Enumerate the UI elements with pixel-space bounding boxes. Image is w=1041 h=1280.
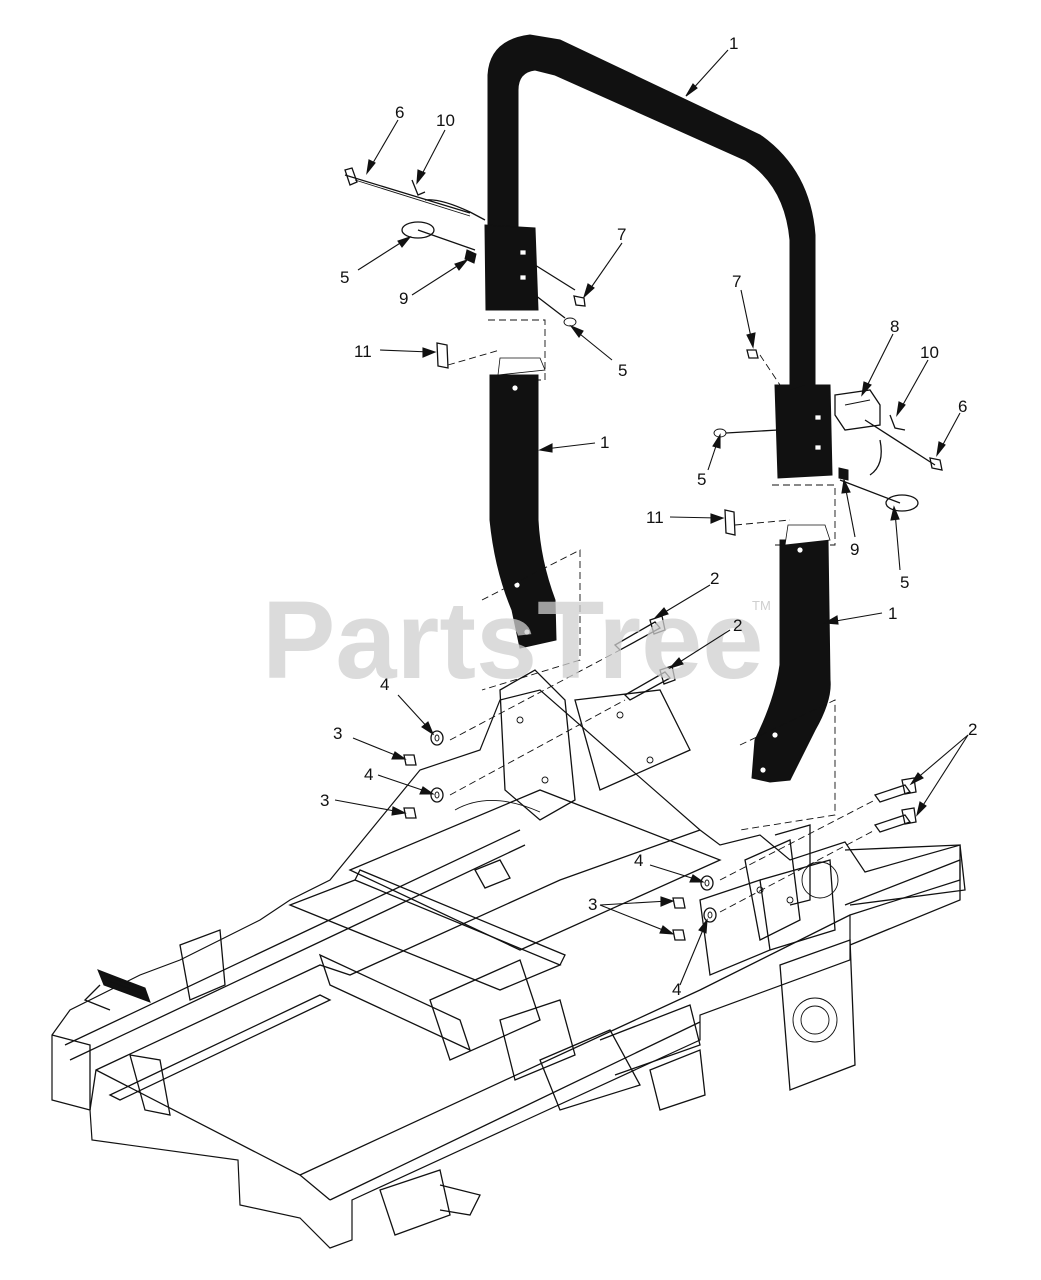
callout-labels: 1 1 1 2 2 2 3 3 3 4 4 4 4 5 5 5 5 6 6 7 … — [320, 34, 977, 999]
callout-4-bottom: 4 — [672, 980, 681, 999]
callout-6-left: 6 — [395, 103, 404, 122]
callout-7-left: 7 — [617, 225, 626, 244]
callout-3-right: 3 — [588, 895, 597, 914]
callout-1-top: 1 — [729, 34, 738, 53]
callout-7-right: 7 — [732, 272, 741, 291]
callout-5-center: 5 — [618, 361, 627, 380]
roll-bar-lower-right — [739, 484, 836, 831]
roll-bar-lower-left — [481, 319, 581, 691]
watermark-trademark: TM — [752, 598, 771, 613]
callout-8: 8 — [890, 317, 899, 336]
callout-leaders — [334, 49, 969, 986]
foot-pedal — [83, 969, 151, 1011]
callout-10-right: 10 — [920, 343, 939, 362]
hardware — [344, 167, 943, 941]
callout-2-upper: 2 — [710, 569, 719, 588]
watermark-text: PartsTree — [262, 579, 763, 702]
callout-4-right: 4 — [634, 851, 643, 870]
callout-3-upper: 3 — [333, 724, 342, 743]
callout-11-right: 11 — [646, 508, 664, 527]
roll-bar-upper — [484, 34, 833, 479]
callout-4-upper: 4 — [380, 675, 389, 694]
callout-2-right: 2 — [968, 720, 977, 739]
callout-1-lower-right: 1 — [888, 604, 897, 623]
callout-1-lower-left: 1 — [600, 433, 609, 452]
callout-9-left: 9 — [399, 289, 408, 308]
callout-2-middle: 2 — [733, 616, 742, 635]
callout-10-left: 10 — [436, 111, 455, 130]
mower-frame — [51, 669, 966, 1249]
callout-4-middle: 4 — [364, 765, 373, 784]
callout-9-right: 9 — [850, 540, 859, 559]
callout-5-right: 5 — [697, 470, 706, 489]
callout-6-right: 6 — [958, 397, 967, 416]
callout-5-far-right: 5 — [900, 573, 909, 592]
callout-5-left: 5 — [340, 268, 349, 287]
callout-11-left: 11 — [354, 342, 372, 361]
callout-3-lower: 3 — [320, 791, 329, 810]
